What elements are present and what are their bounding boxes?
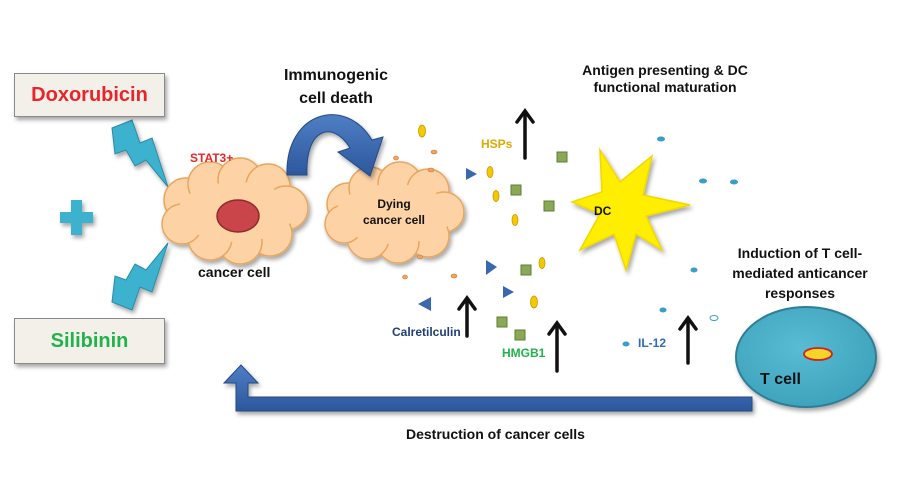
hmgb1-particles [496, 151, 568, 341]
lightning-bolt-lower-icon [111, 242, 169, 311]
immunogenic-cell-death-label: Immunogenic cell death [266, 64, 406, 110]
induction-label: Induction of T cell- mediated anticancer… [720, 243, 880, 303]
il12-particles [622, 136, 738, 347]
icd-line-2: cell death [299, 90, 373, 107]
hmgb1-label: HMGB1 [502, 346, 546, 360]
doxorubicin-box: Doxorubicin [14, 73, 165, 117]
il12-up-arrow-icon [678, 315, 698, 365]
induction-line-2: mediated anticancer [732, 265, 868, 281]
antigen-presenting-label: Antigen presenting & DC functional matur… [560, 62, 770, 96]
cell-fragments [393, 149, 458, 280]
hsps-up-arrow-icon [515, 108, 535, 160]
dc-label: DC [594, 204, 612, 218]
dying-cancer-cell-shape [324, 161, 465, 264]
antigen-line-2: functional maturation [593, 79, 737, 95]
antigen-line-1: Antigen presenting & DC [582, 62, 748, 78]
immunogenic-curved-arrow-icon [286, 114, 384, 177]
dying-cancer-cell-label: Dying cancer cell [346, 196, 442, 228]
plus-icon [60, 200, 93, 235]
up-arrows [457, 108, 698, 373]
calreticulin-up-arrow-icon [457, 295, 477, 338]
doxorubicin-label: Doxorubicin [31, 83, 148, 106]
destruction-label: Destruction of cancer cells [406, 426, 585, 442]
cancer-cell-shape [161, 157, 309, 265]
il12-label: IL-12 [638, 336, 667, 350]
induction-line-1: Induction of T cell- [737, 245, 863, 261]
stat3-label: STAT3+ [190, 151, 234, 165]
t-cell-nucleus [803, 347, 833, 361]
hsp-particles [418, 124, 546, 309]
silibinin-label: Silibinin [50, 329, 129, 352]
dendritic-cell-shape [569, 147, 691, 273]
calreticulin-label: Calretilculin [392, 325, 461, 339]
t-cell-label: T cell [760, 371, 801, 388]
cancer-cell-label: cancer cell [198, 264, 271, 280]
calreticulin-particles [418, 168, 514, 311]
lightning-bolt-upper-icon [111, 119, 169, 188]
induction-line-3: responses [764, 285, 836, 301]
dying-line-1: Dying [377, 197, 411, 211]
icd-line-1: Immunogenic [283, 67, 388, 84]
silibinin-box: Silibinin [14, 318, 165, 364]
hsps-label: HSPs [481, 137, 513, 151]
destruction-arrow [222, 364, 753, 412]
cancer-cell-nucleus [216, 199, 260, 233]
dying-line-2: cancer cell [362, 213, 426, 227]
hmgb1-up-arrow-icon [547, 320, 567, 373]
